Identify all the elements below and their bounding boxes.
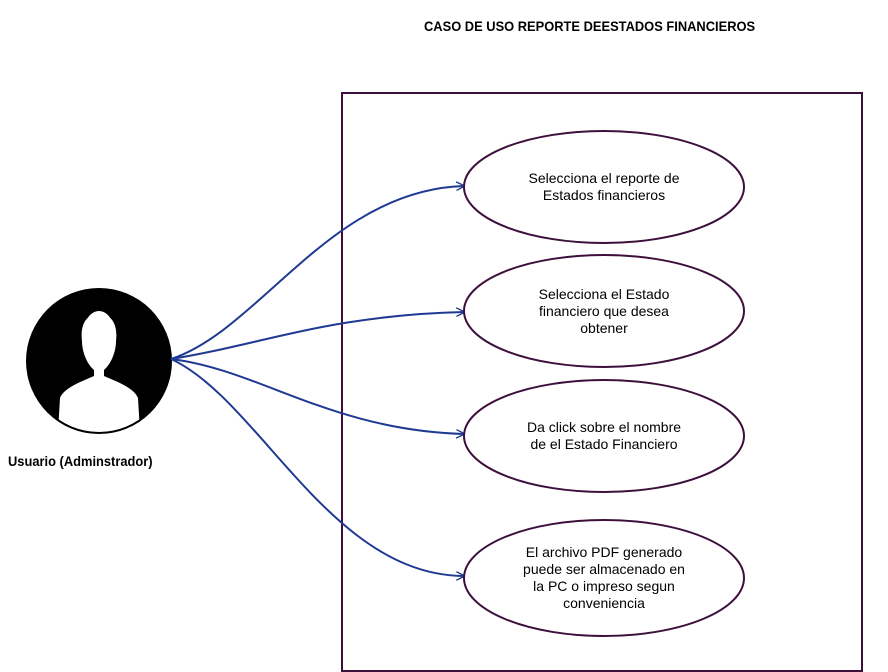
diagram-title: CASO DE USO REPORTE DEESTADOS FINANCIERO… xyxy=(424,18,756,34)
use-case-ellipse-2 xyxy=(463,254,745,368)
use-case-label-2: Selecciona el Estado financiero que dese… xyxy=(538,285,670,336)
use-case-ellipse-1 xyxy=(463,130,745,244)
actor-label: Usuario (Adminstrador) xyxy=(8,453,153,469)
connector-1 xyxy=(170,186,464,360)
use-case-label-4: El archivo PDF generado puede ser almace… xyxy=(523,544,685,611)
connector-3 xyxy=(170,358,464,434)
use-case-ellipse-4 xyxy=(463,519,745,637)
connector-2 xyxy=(170,312,464,360)
use-case-label-1: Selecciona el reporte de Estados financi… xyxy=(528,170,680,203)
user-avatar-icon xyxy=(26,288,172,434)
use-case-label-3: Da click sobre el nombre de el Estado Fi… xyxy=(526,419,682,452)
use-case-ellipse-3 xyxy=(463,379,745,493)
connector-4 xyxy=(170,358,464,576)
